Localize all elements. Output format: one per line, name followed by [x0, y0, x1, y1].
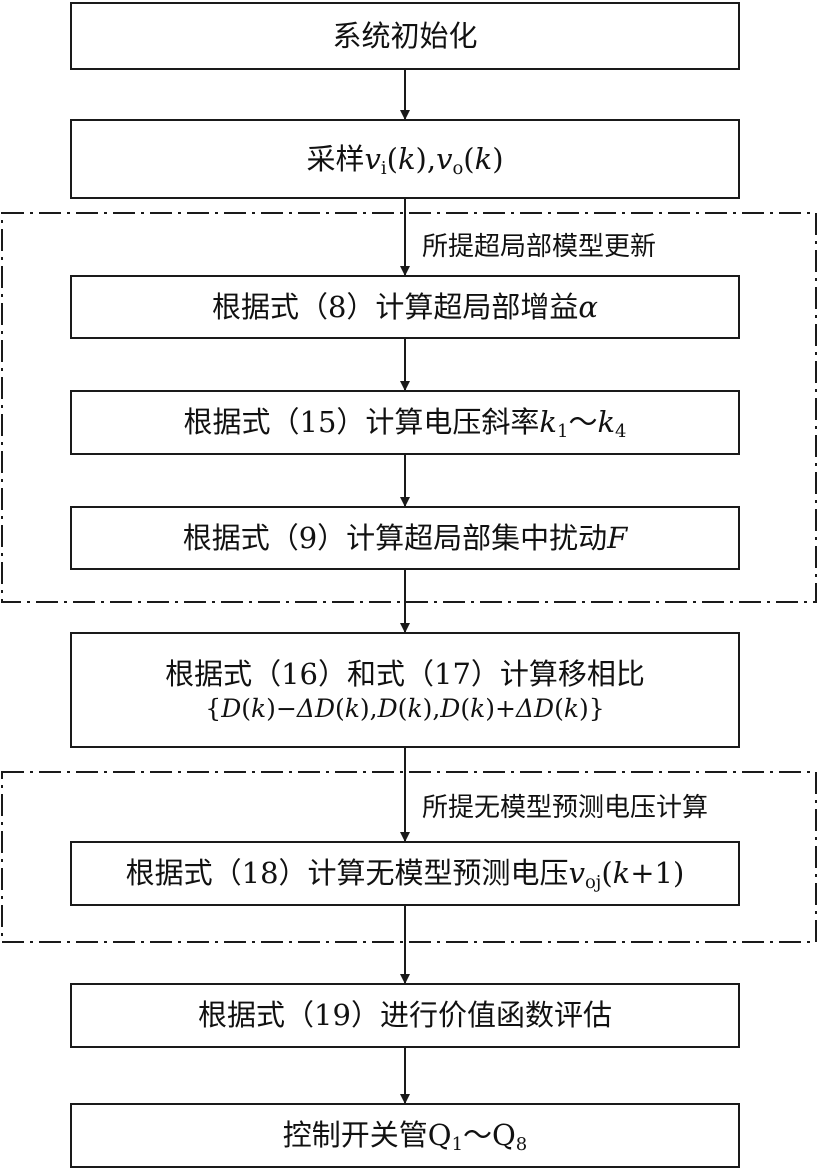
step-disturb-text: 根据式（9）计算超局部集中扰动F: [182, 520, 628, 555]
step-phase: 根据式（16）和式（17）计算移相比 {D(k)−ΔD(k),D(k),D(k)…: [70, 632, 740, 748]
group-frame-prediction: [1, 771, 817, 943]
step-init: 系统初始化: [70, 2, 740, 70]
step-gain: 根据式（8）计算超局部增益α: [70, 275, 740, 339]
step-switch-text: 控制开关管Q1～Q8: [282, 1118, 528, 1156]
step-switch: 控制开关管Q1～Q8: [70, 1103, 740, 1168]
step-cost: 根据式（19）进行价值函数评估: [70, 983, 740, 1048]
step-sample: 采样vi(k),vo(k): [70, 119, 740, 199]
step-sample-text: 采样vi(k),vo(k): [306, 141, 504, 179]
step-slope: 根据式（15）计算电压斜率k1～k4: [70, 390, 740, 455]
step-slope-text: 根据式（15）计算电压斜率k1～k4: [183, 405, 627, 443]
step-predict-text: 根据式（18）计算无模型预测电压voj(k+1): [125, 856, 685, 894]
step-init-label: 系统初始化: [332, 18, 478, 53]
step-phase-line2: {D(k)−ΔD(k),D(k),D(k)+ΔD(k)}: [205, 693, 605, 723]
group-label-prediction: 所提无模型预测电压计算: [418, 787, 713, 824]
step-disturb: 根据式（9）计算超局部集中扰动F: [70, 506, 740, 570]
group-label-model-update: 所提超局部模型更新: [418, 226, 661, 263]
step-gain-text: 根据式（8）计算超局部增益α: [211, 289, 599, 324]
alpha-symbol: α: [578, 289, 599, 324]
disturbance-symbol: F: [607, 520, 628, 555]
step-phase-line1: 根据式（16）和式（17）计算移相比: [165, 657, 645, 692]
group-frame-model-update: [1, 212, 817, 603]
step-cost-label: 根据式（19）进行价值函数评估: [198, 998, 612, 1033]
step-predict: 根据式（18）计算无模型预测电压voj(k+1): [70, 841, 740, 906]
